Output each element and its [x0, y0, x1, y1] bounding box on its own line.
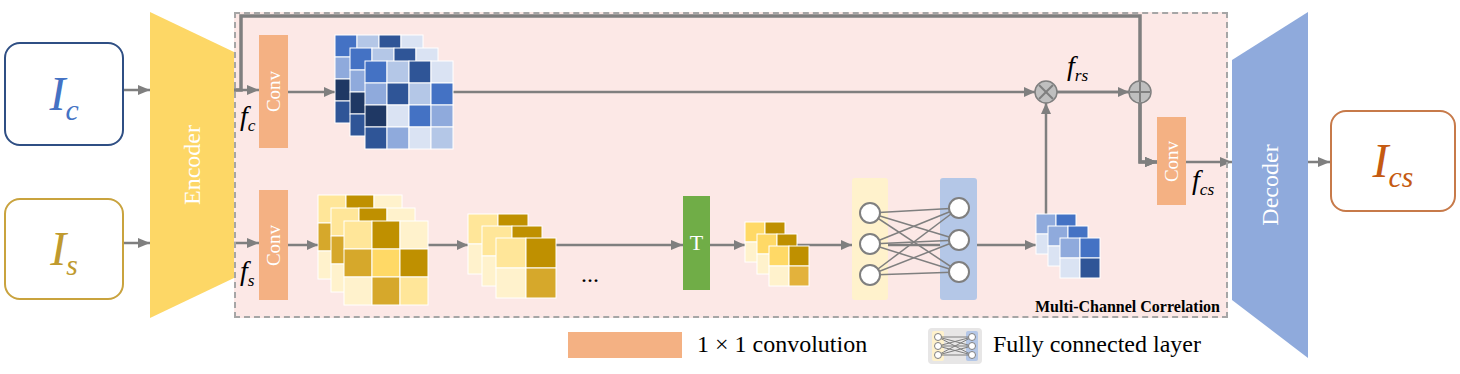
fc-neurons: [860, 198, 969, 285]
fc-legend-icon: [928, 328, 982, 364]
legend-text-anchor: 1 × 1 convolution: [697, 332, 867, 356]
node-label: Ics: [1373, 137, 1414, 185]
multiply-symbol: [1035, 81, 1057, 103]
label-anchor: frs: [1066, 52, 1089, 80]
conv-box: Conv: [1157, 117, 1186, 205]
decoder-trapezoid: Decoder: [1232, 12, 1308, 358]
legend-text: Fully connected layer: [993, 332, 1201, 356]
feature-map: [496, 238, 556, 298]
node-label: Encoder: [180, 125, 204, 205]
node-label: Multi-Channel Correlation: [1035, 299, 1220, 315]
node-label: Conv: [264, 224, 283, 265]
input-image-box: Ic: [4, 42, 124, 146]
text-subscript: s: [66, 248, 78, 281]
transpose-box: T: [683, 196, 710, 290]
flow-arrow: [234, 16, 1157, 162]
text-subscript: cs: [1200, 180, 1214, 199]
feature-map: [769, 246, 809, 286]
label-anchor: ...: [580, 262, 600, 286]
split-feature-maps: [468, 214, 556, 298]
text-subscript: s: [248, 271, 255, 290]
fc-weights: [870, 208, 959, 275]
correlation-feature-maps: [1036, 214, 1100, 278]
legend-swatch: [568, 332, 682, 358]
text-main: f: [240, 255, 248, 286]
flow-arrowheads: [307, 87, 1129, 250]
flow-arrow: [234, 242, 259, 245]
region-fill: [234, 12, 1228, 318]
flow-arrow: [124, 242, 150, 245]
node-label: Conv: [264, 71, 283, 112]
transposed-feature-maps: [745, 222, 809, 286]
node-label: Conv: [1162, 140, 1181, 181]
feature-map: [344, 221, 428, 305]
feature-name: fc: [239, 102, 257, 130]
edge-label-anchor: fcs: [1191, 166, 1215, 194]
connector-group: [124, 16, 1330, 245]
flow-arrow: [124, 89, 150, 92]
feature-name: frs: [1066, 52, 1089, 80]
feature-name: fcs: [1191, 166, 1215, 194]
conv-box: Conv: [259, 35, 288, 148]
text-subscript: rs: [1075, 66, 1089, 85]
node-label: Ic: [49, 70, 78, 118]
fc-output-band: [940, 178, 977, 300]
ellipsis: ...: [580, 262, 600, 286]
conv-box: Conv: [259, 190, 288, 300]
text-main: I: [50, 222, 66, 275]
text-main: I: [49, 67, 65, 120]
text-main: f: [1067, 50, 1075, 81]
content-feature-maps: [335, 35, 453, 149]
output-image-box: Ics: [1330, 110, 1456, 212]
edge-label-anchor: fs: [239, 257, 256, 285]
text-main: f: [240, 100, 248, 131]
input-image-box: Is: [4, 198, 124, 300]
feature-map: [365, 61, 453, 149]
edge-label-anchor: fc: [239, 102, 257, 130]
node-label: T: [690, 232, 703, 254]
flow-arrow: [1308, 161, 1330, 164]
text-main: I: [1373, 134, 1389, 187]
flow-arrow: [1186, 161, 1232, 164]
style-feature-maps: [318, 195, 428, 305]
text-subscript: c: [248, 116, 256, 135]
add-symbol: [1129, 81, 1151, 103]
node-label: Decoder: [1258, 144, 1282, 225]
feature-map: [1060, 238, 1100, 278]
trapezoid-fill: [1232, 12, 1308, 358]
legend-text: 1 × 1 convolution: [697, 332, 867, 356]
legend-text-anchor: Fully connected layer: [993, 332, 1201, 356]
encoder-trapezoid: Encoder: [150, 12, 234, 318]
fully-connected-layer: [852, 178, 977, 300]
feature-name: fs: [239, 257, 256, 285]
text-main: f: [1192, 164, 1200, 195]
text-subscript: cs: [1389, 160, 1414, 193]
text-subscript: c: [65, 93, 78, 126]
trapezoid-fill: [150, 12, 234, 318]
node-label: Is: [50, 225, 78, 273]
